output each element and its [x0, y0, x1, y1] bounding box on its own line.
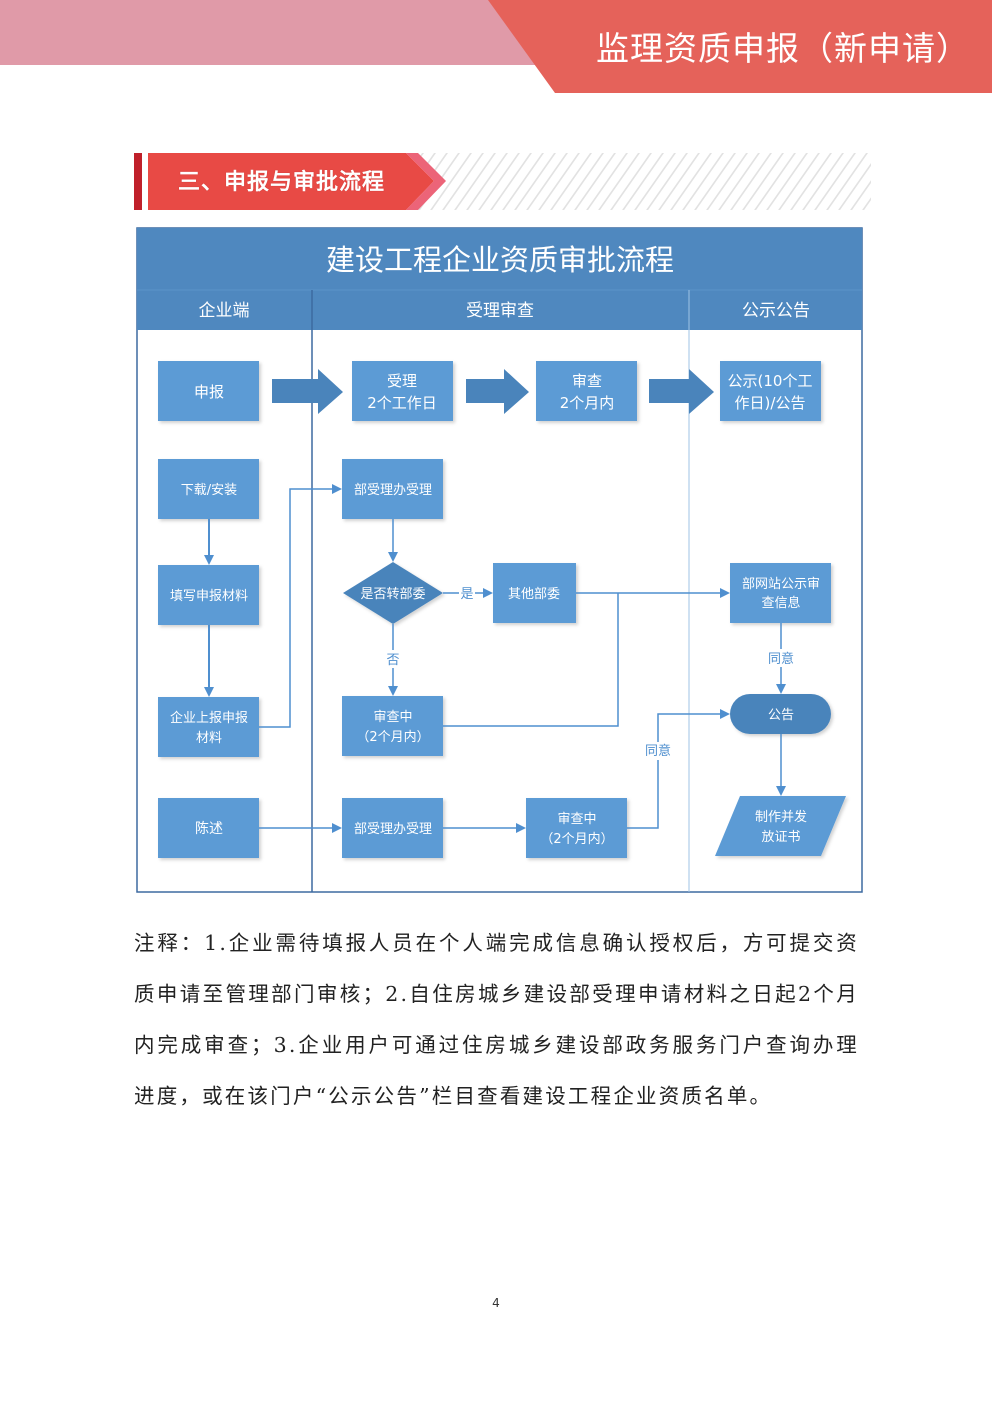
edge-label-yes: 是 [460, 587, 473, 602]
node-publicize [720, 361, 821, 421]
lane-header-enterprise: 企业端 [199, 301, 250, 321]
lane-header-publicity: 公示公告 [742, 301, 810, 321]
node-other-dept [493, 563, 576, 623]
node-announce [730, 694, 831, 734]
node-reviewing-1-sublabel: （2个月内） [356, 729, 429, 745]
node-reviewing-2-label: 审查中 [557, 812, 596, 827]
node-accept-label: 受理 [387, 372, 417, 390]
flowchart-title-bar [137, 228, 862, 290]
lane-header-bar [137, 290, 862, 330]
block-arrow [649, 369, 714, 414]
node-statement [158, 798, 259, 858]
node-apply [158, 361, 259, 421]
page-number: 4 [492, 1296, 500, 1310]
node-reviewing-2-sublabel: （2个月内） [540, 831, 613, 847]
lane-header-review: 受理审查 [466, 301, 534, 321]
node-review-label: 审查 [572, 372, 602, 390]
node-site-notice-label: 部网站公示审 [742, 577, 820, 592]
node-publicize-label: 公示(10个工 [728, 372, 813, 390]
node-submit-sublabel: 材料 [196, 731, 222, 746]
node-dept-accept-1 [342, 459, 443, 519]
header-banner [488, 0, 992, 93]
edge-label-agree-2: 同意 [645, 743, 671, 759]
block-arrow [272, 369, 343, 414]
node-other-dept-label: 其他部委 [508, 587, 560, 602]
block-arrow [466, 369, 529, 414]
node-download-label: 下载/安装 [181, 483, 237, 498]
node-site-notice [730, 563, 831, 623]
node-issue-label: 制作并发 [755, 809, 807, 825]
node-dept-accept-2-label: 部受理办受理 [354, 822, 432, 837]
node-accept-sublabel: 2个工作日 [367, 394, 437, 412]
edge-label-agree-1: 同意 [768, 651, 794, 667]
node-reviewing-2 [526, 798, 627, 858]
node-reviewing-1-label: 审查中 [373, 710, 412, 725]
node-review [536, 361, 637, 421]
page-title: 监理资质申报（新申请） [596, 29, 970, 68]
section-heading-bar [134, 153, 871, 210]
node-dept-accept-2 [342, 798, 443, 858]
node-publicize-sublabel: 作日)/公告 [735, 394, 806, 412]
header-band [0, 0, 560, 65]
node-site-notice-sublabel: 查信息 [761, 595, 800, 611]
node-review-sublabel: 2个月内 [560, 394, 615, 412]
node-statement-label: 陈述 [195, 820, 223, 837]
node-submit-label: 企业上报申报 [170, 710, 248, 726]
node-decision-label: 是否转部委 [360, 587, 425, 602]
flowchart-frame [136, 227, 863, 893]
notes-paragraph: 注释：1.企业需待填报人员在个人端完成信息确认授权后，方可提交资质申请至管理部门… [134, 931, 859, 1108]
node-announce-label: 公告 [768, 708, 794, 723]
node-reviewing-1 [342, 696, 443, 756]
node-decision [343, 562, 443, 624]
node-accept [352, 361, 453, 421]
node-issue-sublabel: 放证书 [761, 830, 800, 845]
node-fill-label: 填写申报材料 [170, 589, 248, 604]
node-dept-accept-1-label: 部受理办受理 [354, 483, 432, 498]
flowchart-title: 建设工程企业资质审批流程 [326, 243, 674, 277]
node-issue-certificate [715, 796, 846, 856]
node-download [158, 459, 259, 519]
node-fill [158, 565, 259, 625]
node-apply-label: 申报 [194, 383, 224, 401]
node-submit [158, 697, 259, 757]
section-title: 三、申报与审批流程 [178, 170, 386, 195]
edge-label-no: 否 [386, 653, 399, 668]
